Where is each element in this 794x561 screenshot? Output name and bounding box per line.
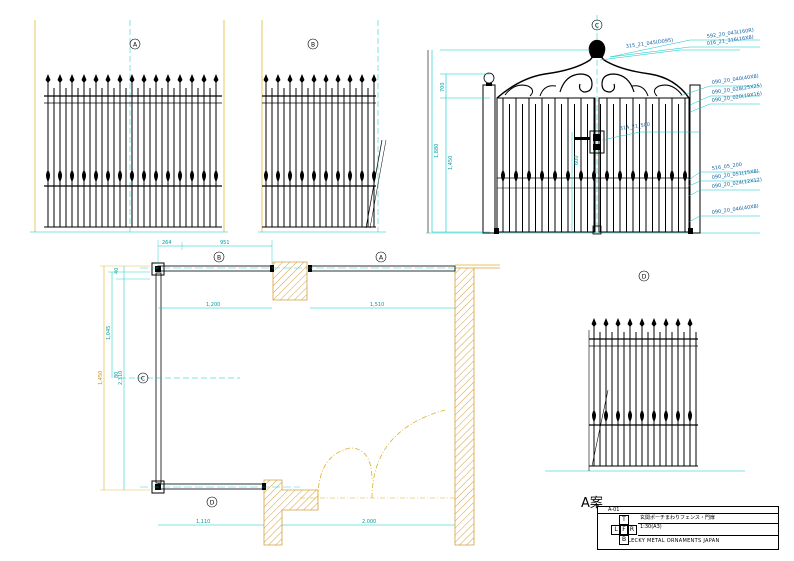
elevation-d-tag: D <box>642 274 647 281</box>
plan-dim-bottom-left: 1,110 <box>196 519 210 525</box>
title-block-code: A-01 <box>608 507 620 513</box>
plan-dim-side-total: 1,450 <box>98 371 104 385</box>
plan-dim-bottom-right: 2,000 <box>362 519 376 525</box>
elevation-d: D <box>545 270 745 472</box>
plan-tag-b: B <box>217 255 221 262</box>
elevation-a-tag-circle <box>129 38 141 50</box>
elevation-a-tag: A <box>133 42 138 49</box>
plan-dim-side-small-a: 80 <box>114 372 120 378</box>
title-block-box-b: B <box>619 535 629 545</box>
elevation-a: A <box>30 20 228 233</box>
title-block-box-l: L <box>611 525 621 535</box>
title-block-box-r: R <box>627 525 637 535</box>
elevation-b: B <box>258 20 387 233</box>
title-block-box-f: F <box>619 525 629 535</box>
gate-height-top: 700 <box>440 82 446 92</box>
leader-label-8: 516_05_200 <box>711 162 742 172</box>
leader-label-7: 314_21_500 <box>619 122 650 132</box>
title-block: A-01 玄関ポーチまわりフェンス・門扉 1:30(A3) LECKY META… <box>597 506 779 550</box>
title-block-company: LECKY METAL ORNAMENTS JAPAN <box>628 538 720 544</box>
gate-center-dim: 600 <box>574 155 580 165</box>
title-block-scale: 1:30(A3) <box>640 524 662 530</box>
plan-dim-side-small-b: 40 <box>114 268 120 274</box>
plan-dim-side-upper: 1,045 <box>106 326 112 340</box>
elevation-b-tag: B <box>311 42 315 49</box>
leader-label-11: 090_20_046(40X8) <box>711 203 759 216</box>
leader-label-1: 315_21_045(D095) <box>625 37 673 50</box>
gate-height-total: 1,880 <box>434 144 440 158</box>
plan-tag-c: C <box>141 376 145 383</box>
elevation-c-tag: C <box>595 23 599 30</box>
plan-dim-side-inner: 2,310 <box>118 371 124 385</box>
plan-dim-mid-right: 1,510 <box>370 302 384 308</box>
title-block-title: 玄関ポーチまわりフェンス・門扉 <box>640 515 715 521</box>
elevation-b-tag-circle <box>307 38 319 50</box>
gate-height-fence: 1,450 <box>448 156 454 170</box>
plan-dim-mid-left: 1,200 <box>206 302 220 308</box>
plan-tag-d: D <box>210 500 215 507</box>
elevation-c-tag-circle <box>591 19 603 31</box>
plan-dim-top-left: 951 <box>220 240 230 246</box>
title-block-box-t: T <box>619 515 629 525</box>
plan-tag-a: A <box>379 255 384 262</box>
elevation-c-gate: C 1,880 <box>426 15 762 235</box>
plan-view: 264 951 1,200 1,510 1,110 2,000 1,450 2,… <box>98 240 500 546</box>
plan-dim-top-left-short: 264 <box>162 240 172 246</box>
